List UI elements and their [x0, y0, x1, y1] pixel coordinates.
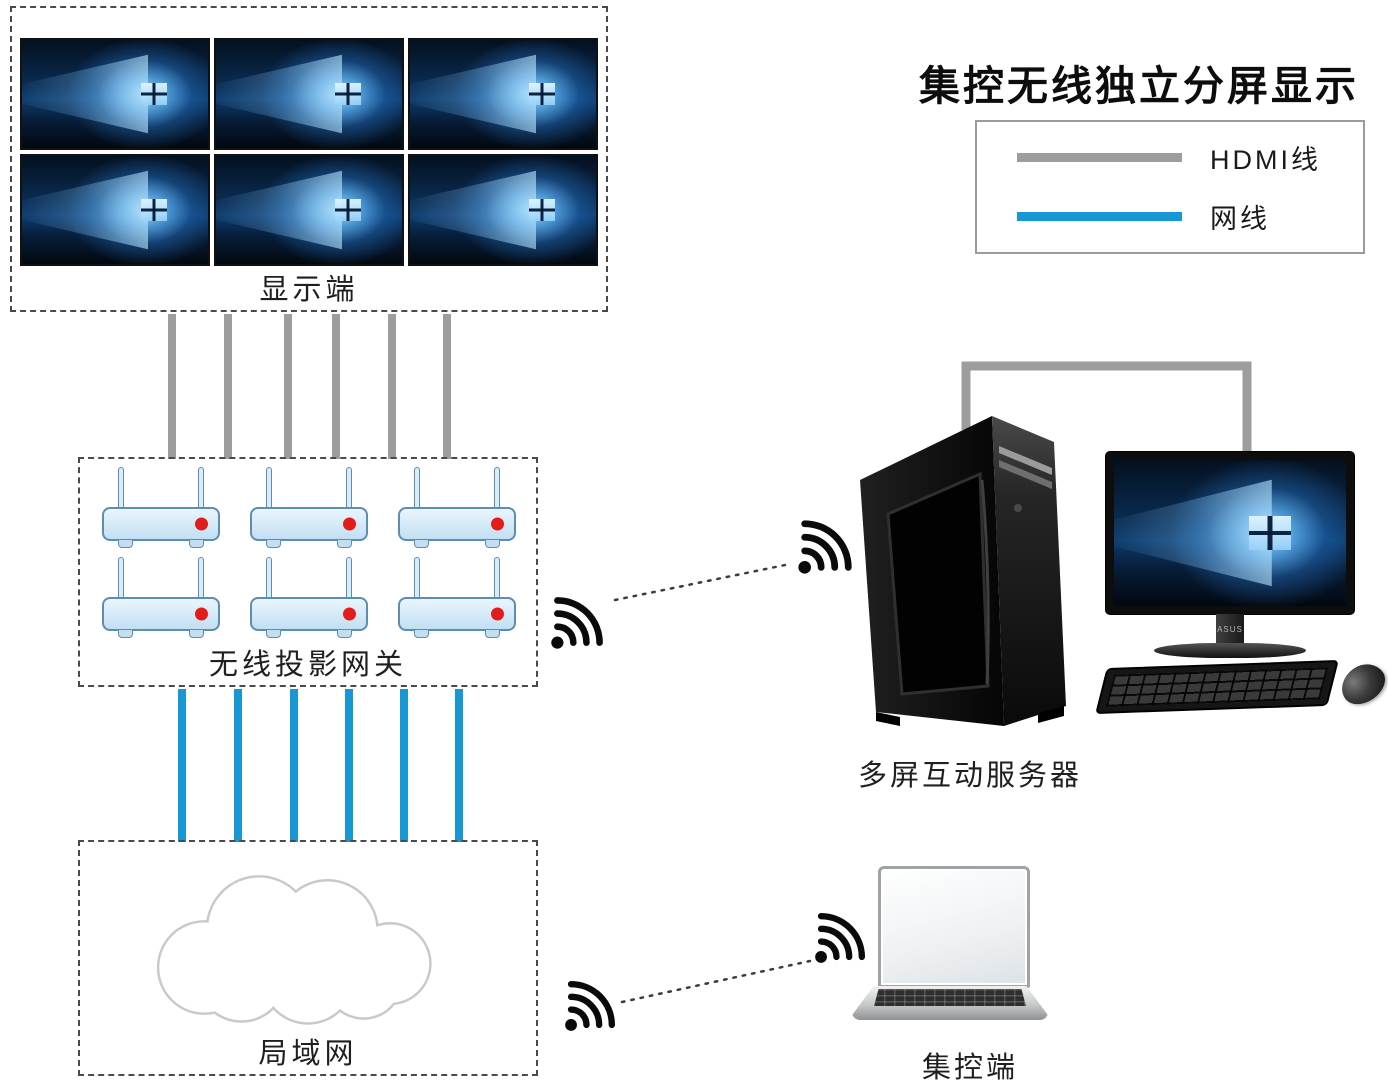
- router-foot: [337, 539, 352, 548]
- router-body: [398, 507, 516, 541]
- monitor-screen: [214, 154, 404, 266]
- network-line: [455, 689, 463, 842]
- router-foot: [266, 629, 281, 638]
- network-line: [178, 689, 186, 842]
- laptop-keys: [874, 989, 1026, 1006]
- router-body: [102, 597, 220, 631]
- gateway-group-label: 无线投影网关: [208, 649, 407, 681]
- led-indicator: [343, 517, 356, 531]
- laptop-base: [852, 986, 1048, 1020]
- cloud-icon: [156, 875, 432, 1025]
- hdmi-cable-server-monitor: [961, 361, 1252, 470]
- router-device: [398, 557, 516, 639]
- network-legend-label: 网线: [1210, 204, 1270, 234]
- network-line: [345, 689, 353, 842]
- led-indicator: [491, 607, 504, 621]
- legend: HDMI线 网线: [975, 120, 1365, 254]
- monitor-stand-neck: ASUS: [1216, 614, 1244, 644]
- monitor-screen: [20, 38, 210, 150]
- hdmi-legend-label: HDMI线: [1210, 145, 1321, 175]
- led-indicator: [195, 517, 208, 531]
- keyboard-keys: [1105, 667, 1329, 707]
- network-line: [234, 689, 242, 842]
- router-foot: [485, 629, 500, 638]
- monitor-screen: [408, 38, 598, 150]
- server-monitor: [1106, 452, 1354, 614]
- control-label: 集控端: [921, 1052, 1018, 1080]
- server-tower: [860, 416, 1066, 726]
- legend-row-network: 网线: [1017, 197, 1363, 236]
- router-device: [398, 467, 516, 549]
- wireless-link-lan-laptop: [620, 959, 812, 1004]
- hdmi-line: [443, 314, 451, 459]
- router-body: [102, 507, 220, 541]
- router-foot: [414, 629, 429, 638]
- monitor-brand-label: ASUS: [1217, 624, 1243, 634]
- display-group-label: 显示端: [259, 274, 359, 306]
- wifi-icon: [562, 976, 620, 1034]
- network-line: [400, 689, 408, 842]
- led-indicator: [195, 607, 208, 621]
- wifi-icon: [548, 592, 608, 652]
- led-indicator: [491, 517, 504, 531]
- hdmi-line: [332, 314, 340, 459]
- display-group-box: 显示端: [10, 6, 608, 312]
- diagram-title: 集控无线独立分屏显示: [919, 63, 1359, 109]
- monitor-screen: [214, 38, 404, 150]
- legend-row-hdmi: HDMI线: [1017, 138, 1363, 177]
- router-device: [250, 467, 368, 549]
- router-body: [250, 597, 368, 631]
- monitor-screen: [408, 154, 598, 266]
- router-foot: [189, 629, 204, 638]
- router-foot: [337, 629, 352, 638]
- router-device: [102, 557, 220, 639]
- laptop-screen: [878, 866, 1030, 988]
- router-foot: [485, 539, 500, 548]
- keyboard: [1095, 660, 1339, 714]
- network-line-swatch: [1017, 212, 1182, 221]
- hdmi-line-swatch: [1017, 153, 1182, 162]
- router-device: [102, 467, 220, 549]
- router-device: [250, 557, 368, 639]
- network-line: [290, 689, 298, 842]
- led-indicator: [343, 607, 356, 621]
- server-label: 多屏互动服务器: [857, 760, 1082, 792]
- lan-group-label: 局域网: [258, 1038, 358, 1070]
- router-foot: [189, 539, 204, 548]
- router-body: [250, 507, 368, 541]
- router-foot: [118, 539, 133, 548]
- hdmi-line: [224, 314, 232, 459]
- hdmi-line: [284, 314, 292, 459]
- hdmi-line: [168, 314, 176, 459]
- router-foot: [266, 539, 281, 548]
- lan-group-box: 局域网: [78, 840, 538, 1076]
- hdmi-line: [388, 314, 396, 459]
- monitor-screen: [1114, 460, 1346, 606]
- monitor-stand-base: [1154, 643, 1306, 658]
- router-foot: [414, 539, 429, 548]
- laptop: [852, 866, 1048, 1022]
- router-foot: [118, 629, 133, 638]
- router-body: [398, 597, 516, 631]
- wireless-link-gateway-server: [613, 562, 792, 602]
- monitor-screen: [20, 154, 210, 266]
- gateway-group-box: 无线投影网关: [78, 457, 538, 687]
